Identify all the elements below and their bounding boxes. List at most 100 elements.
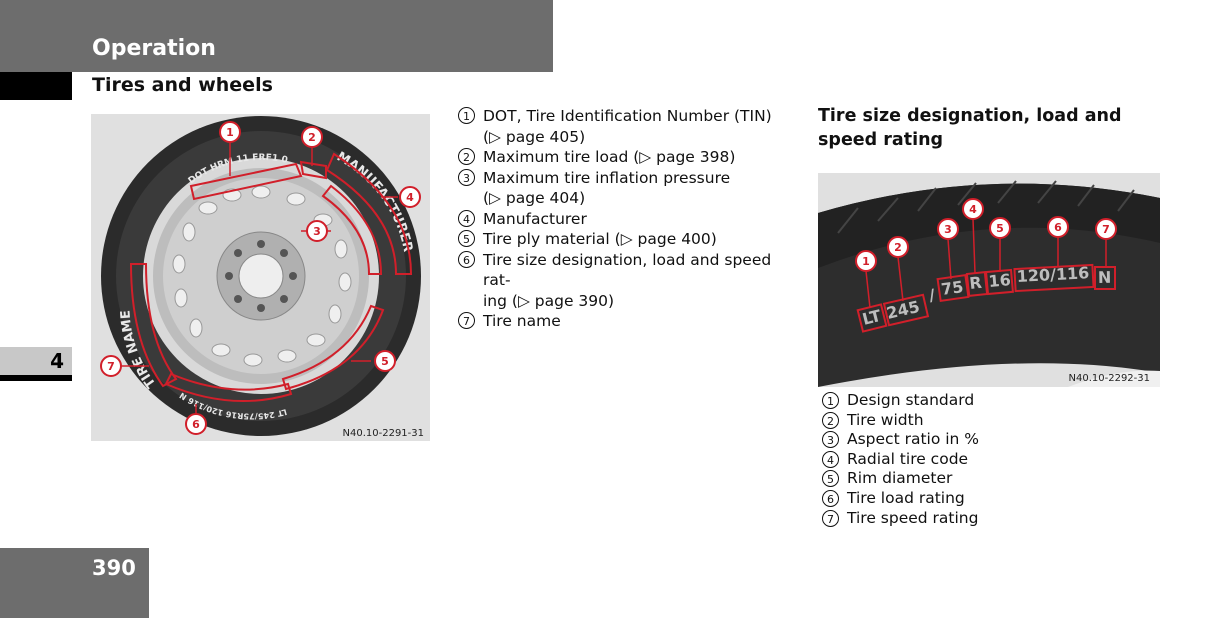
tire-wheel-illustration: DOT HRM 11 FRF1 0 MANUFACTURER TIRE NAME… (100, 116, 421, 436)
subsection-title: Tire size designation, load and speed ra… (818, 106, 1122, 150)
callout-3: 3 (306, 220, 328, 242)
item-text: Aspect ratio in % (847, 430, 980, 449)
list-item: 3 Aspect ratio in % (822, 430, 1152, 450)
list-item: 7 Tire speed rating (822, 509, 1152, 529)
page-reference-link[interactable]: ing (▷ page 390) (483, 291, 615, 310)
chapter-tab-rule (0, 375, 72, 381)
svg-text:6: 6 (1054, 221, 1062, 234)
item-number: 1 (822, 392, 839, 409)
figure-code: N40.10-2292-31 (1068, 373, 1151, 384)
list-item: 6 Tire load rating (822, 489, 1152, 509)
callout-2: 2 (887, 236, 909, 258)
list-item: 7 Tire name (458, 311, 803, 332)
svg-text:5: 5 (996, 222, 1004, 235)
list-item: 1 Design standard (822, 391, 1152, 411)
segment-design-standard: LT (860, 306, 883, 329)
svg-text:7: 7 (107, 360, 115, 373)
highlight-max-load (299, 160, 327, 180)
header-band (0, 0, 553, 72)
item-text: DOT, Tire Identification Number (TIN) (483, 107, 772, 125)
callout-6: 6 (1047, 216, 1069, 238)
segment-radial: R (968, 273, 982, 293)
chapter-title: Operation (92, 36, 216, 61)
callout-7: 7 (100, 355, 122, 377)
header-marker (0, 72, 72, 100)
svg-text:6: 6 (192, 418, 200, 431)
callout-2: 2 (301, 126, 323, 148)
list-item: 6 Tire size designation, load and speed … (458, 250, 803, 312)
list-item: 2 Tire width (822, 411, 1152, 431)
tire-wheel-figure: DOT HRM 11 FRF1 0 MANUFACTURER TIRE NAME… (91, 114, 430, 441)
highlight-inflation (321, 184, 383, 275)
list-item: 4 Manufacturer (458, 209, 803, 230)
page-reference-link[interactable]: (▷ page 405) (483, 127, 586, 146)
list-item: 4 Radial tire code (822, 450, 1152, 470)
segment-aspect: 75 (940, 277, 965, 299)
highlight-tire-name (129, 263, 178, 388)
item-number: 5 (458, 230, 475, 247)
item-text: Manufacturer (483, 209, 587, 228)
callout-6: 6 (185, 413, 207, 435)
callout-3: 3 (937, 218, 959, 240)
page-number-band (0, 548, 149, 618)
callout-1: 1 (855, 250, 877, 272)
figure-code: N40.10-2291-31 (342, 428, 425, 439)
item-number: 6 (822, 489, 839, 507)
list-item: 5 Rim diameter (822, 469, 1152, 489)
segment-rim: 16 (988, 270, 1012, 291)
item-text: Maximum tire load (▷ page 398) (483, 148, 736, 166)
svg-text:5: 5 (381, 355, 389, 368)
svg-text:4: 4 (969, 203, 977, 216)
list-item: 1 DOT, Tire Identification Number (TIN) (… (458, 106, 803, 147)
svg-text:2: 2 (308, 131, 316, 144)
svg-text:1: 1 (226, 126, 234, 139)
list-item: 3 Maximum tire inflation pressure (▷ page… (458, 168, 803, 209)
item-text: Tire width (847, 410, 924, 429)
callout-4: 4 (399, 186, 421, 208)
item-number: 7 (458, 312, 475, 329)
item-text: Tire speed rating (847, 508, 979, 527)
list-item: 5 Tire ply material (▷ page 400) (458, 229, 803, 250)
callout-7: 7 (1095, 218, 1117, 240)
item-number: 3 (458, 168, 475, 186)
tire-marking-legend: 1 DOT, Tire Identification Number (TIN) (… (458, 106, 803, 332)
svg-text:2: 2 (894, 241, 902, 254)
callout-1: 1 (219, 121, 241, 143)
chapter-tab (0, 347, 72, 375)
item-text: Maximum tire inflation pressure (483, 168, 731, 187)
page-reference-link[interactable]: (▷ page 404) (483, 189, 586, 207)
tire-size-illustration: LT 245 / 75 R 16 120/116 N (818, 173, 1160, 387)
item-text: Tire load rating (847, 488, 965, 507)
svg-text:1: 1 (862, 255, 870, 268)
item-text: Tire ply material (▷ page 400) (483, 230, 717, 248)
item-number: 2 (458, 148, 475, 165)
svg-text:3: 3 (944, 223, 952, 236)
item-text: Rim diameter (847, 469, 953, 488)
item-text: Tire size designation, load and speed ra… (483, 250, 772, 290)
callout-4: 4 (962, 198, 984, 220)
item-text: Design standard (847, 391, 975, 409)
tire-size-legend: 1 Design standard 2 Tire width 3 Aspect rat… (822, 391, 1152, 528)
item-number: 2 (822, 411, 839, 429)
item-number: 4 (458, 209, 475, 227)
highlight-size (164, 372, 293, 403)
item-number: 4 (822, 450, 839, 468)
segment-slash: / (927, 285, 936, 305)
tire-size-figure: LT 245 / 75 R 16 120/116 N (818, 173, 1160, 387)
callout-5: 5 (374, 350, 396, 372)
section-title: Tires and wheels (92, 74, 273, 96)
highlight-ply (281, 304, 385, 391)
callout-5: 5 (989, 217, 1011, 239)
svg-text:4: 4 (406, 191, 414, 204)
segment-speed: N (1098, 268, 1112, 287)
item-number: 5 (822, 470, 839, 488)
svg-text:3: 3 (313, 225, 321, 238)
item-text: Tire name (483, 312, 561, 330)
item-number: 1 (458, 107, 475, 124)
item-number: 3 (822, 431, 839, 449)
svg-text:7: 7 (1102, 223, 1110, 236)
item-text: Radial tire code (847, 449, 969, 468)
highlight-manufacturer (325, 152, 413, 275)
item-number: 7 (822, 509, 839, 527)
highlight-dot (189, 162, 303, 201)
